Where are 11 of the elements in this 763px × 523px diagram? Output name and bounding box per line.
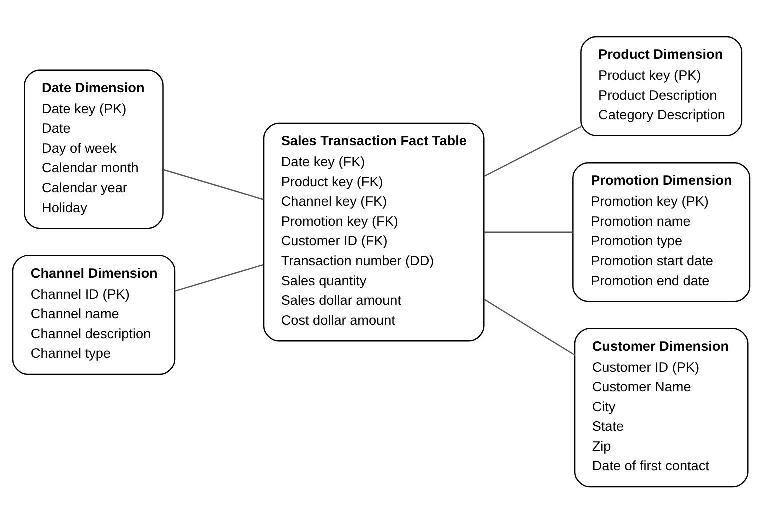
node-box: Sales Transaction Fact Table Date key (FK) Product key (FK) Channel key (FK) Promotion key (FK) Customer ID (FK) Transaction number (DD) Sales quantity Sales dollar amount Cost dollar amount	[263, 122, 485, 342]
node-box: Product Dimension Product key (PK) Product Description Category Description	[580, 36, 743, 136]
connector	[484, 126, 582, 177]
node-box: Date Dimension Date key (PK) Date Day of week Calendar month Calendar year Holiday	[24, 69, 164, 229]
node-box: Channel Dimension Channel ID (PK) Channel name Channel description Channel type	[12, 254, 176, 375]
connector	[163, 168, 264, 200]
node-box: Customer Dimension Customer ID (PK) Customer Name City State Zip Date of first contact	[574, 328, 749, 488]
connector	[484, 231, 574, 232]
node-box: Promotion Dimension Promotion key (PK) Promotion name Promotion type Promotion start date Promotion end date	[572, 162, 751, 302]
connector	[174, 264, 264, 292]
connector	[484, 298, 576, 356]
